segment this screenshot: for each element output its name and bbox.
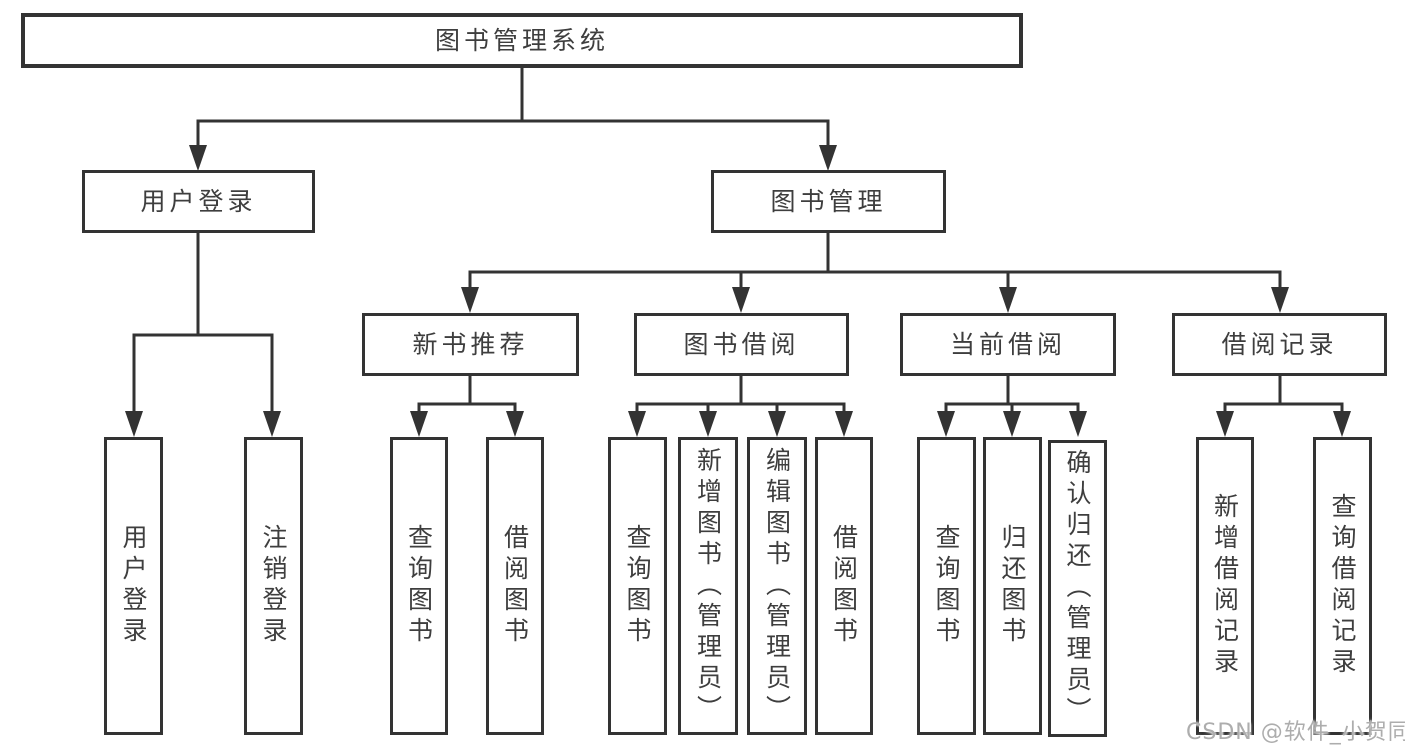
csdn-watermark: CSDN @软件_小贺同学: [1186, 720, 1405, 745]
node-root: 图书管理系统: [21, 13, 1023, 68]
arrow-icon: [1216, 411, 1234, 437]
arrow-icon: [263, 411, 281, 437]
arrow-icon: [732, 287, 750, 313]
arrow-icon: [410, 411, 428, 437]
node-user-login: 用户登录: [82, 170, 315, 233]
arrow-icon: [189, 145, 207, 171]
leaf-bb-add-books-admin: 新增图书（管理员）: [678, 437, 738, 735]
leaf-cb-return-books: 归还图书: [983, 437, 1042, 735]
leaf-logout: 注销登录: [244, 437, 303, 735]
arrowheads: [125, 145, 1351, 437]
node-book-management: 图书管理: [711, 170, 946, 233]
leaf-nbr-query-books: 查询图书: [390, 437, 448, 735]
arrow-icon: [1069, 411, 1087, 437]
arrow-icon: [125, 411, 143, 437]
leaf-cb-query-books: 查询图书: [917, 437, 976, 735]
leaf-br-query-record: 查询借阅记录: [1313, 437, 1372, 735]
leaf-br-add-record: 新增借阅记录: [1196, 437, 1254, 735]
arrow-icon: [768, 411, 786, 437]
node-book-borrow: 图书借阅: [634, 313, 849, 376]
leaf-bb-query-books: 查询图书: [608, 437, 667, 735]
arrow-icon: [506, 411, 524, 437]
arrow-icon: [1333, 411, 1351, 437]
node-new-book-recommend: 新书推荐: [362, 313, 579, 376]
arrow-icon: [628, 411, 646, 437]
leaf-bb-borrow-books: 借阅图书: [815, 437, 873, 735]
leaf-user-login: 用户登录: [104, 437, 163, 735]
arrow-icon: [1271, 287, 1289, 313]
arrow-icon: [819, 145, 837, 171]
arrow-icon: [1003, 411, 1021, 437]
arrow-icon: [999, 287, 1017, 313]
connector-paths: [132, 68, 1344, 432]
node-current-borrow: 当前借阅: [900, 313, 1116, 376]
leaf-cb-confirm-return-admin: 确认归还（管理员）: [1048, 440, 1107, 737]
leaf-bb-edit-books-admin: 编辑图书（管理员）: [747, 437, 807, 735]
arrow-icon: [937, 411, 955, 437]
arrow-icon: [461, 287, 479, 313]
arrow-icon: [699, 411, 717, 437]
node-borrow-record: 借阅记录: [1172, 313, 1387, 376]
leaf-nbr-borrow-books: 借阅图书: [486, 437, 544, 735]
arrow-icon: [835, 411, 853, 437]
